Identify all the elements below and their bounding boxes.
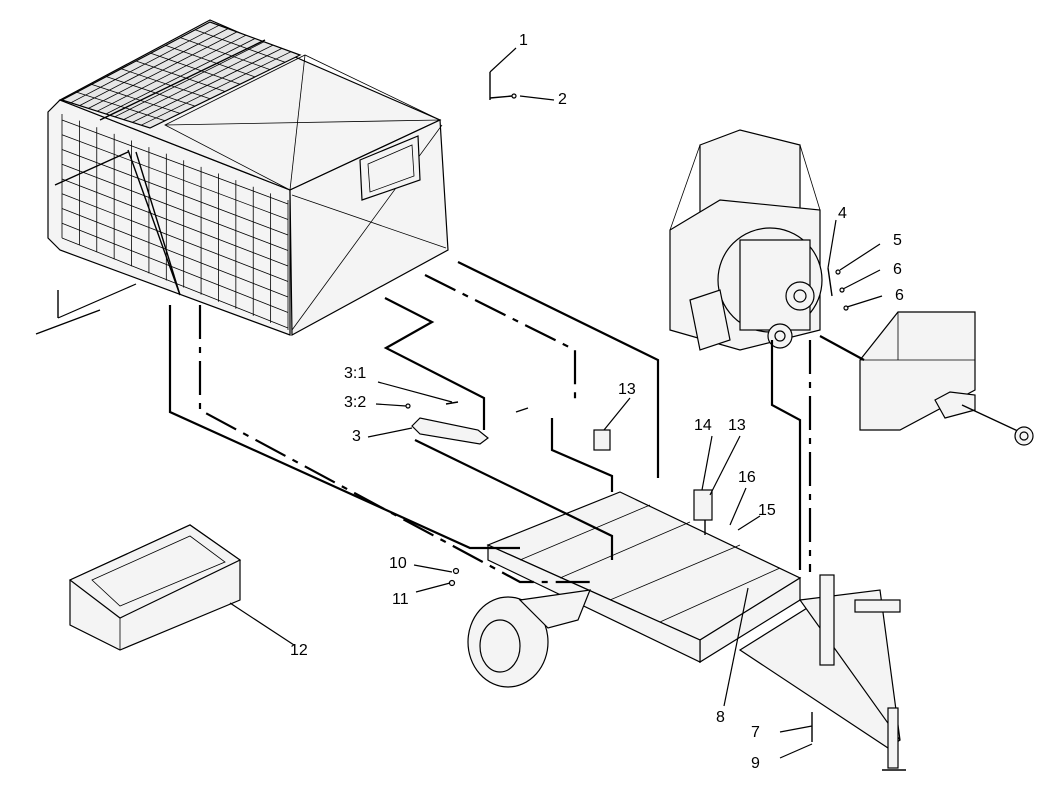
belt-guard — [859, 311, 1034, 446]
callout-13-mid: 13 — [728, 417, 746, 434]
callout-12: 12 — [290, 642, 308, 659]
collection-box — [47, 19, 449, 337]
hydraulic-cylinder — [405, 401, 529, 445]
assembly-lines — [168, 261, 865, 584]
callout-5: 5 — [893, 232, 902, 249]
callout-7: 6 — [895, 287, 904, 304]
side-slats — [61, 114, 289, 330]
callout-3: 3 — [352, 428, 361, 445]
callout-1: 1 — [519, 32, 528, 49]
callout-3-2: 3:2 — [344, 394, 367, 411]
leader-lines — [57, 47, 883, 759]
blower-unit — [669, 129, 823, 351]
callout-4: 4 — [838, 205, 847, 222]
callout-6-top: 6 — [893, 261, 902, 278]
callout-14: 14 — [694, 417, 712, 434]
callout-15: 15 — [758, 502, 776, 519]
top-mesh-grid — [60, 21, 302, 129]
callout-10: 10 — [389, 555, 407, 572]
callout-9: 9 — [751, 755, 760, 772]
side-rod — [35, 290, 101, 335]
callout-3-1: 3:1 — [344, 365, 367, 382]
callout-2: 2 — [558, 91, 567, 108]
callout-8: 8 — [716, 709, 725, 726]
callout-13-top: 13 — [618, 381, 636, 398]
bolts-4-7 — [827, 267, 849, 311]
storage-bin — [68, 524, 242, 651]
callout-6-bottom: 7 — [751, 724, 760, 741]
callout-11: 11 — [392, 591, 409, 608]
callout-16: 16 — [738, 469, 756, 486]
trailer-frame — [448, 429, 906, 771]
pin-part-1-2 — [489, 72, 517, 100]
